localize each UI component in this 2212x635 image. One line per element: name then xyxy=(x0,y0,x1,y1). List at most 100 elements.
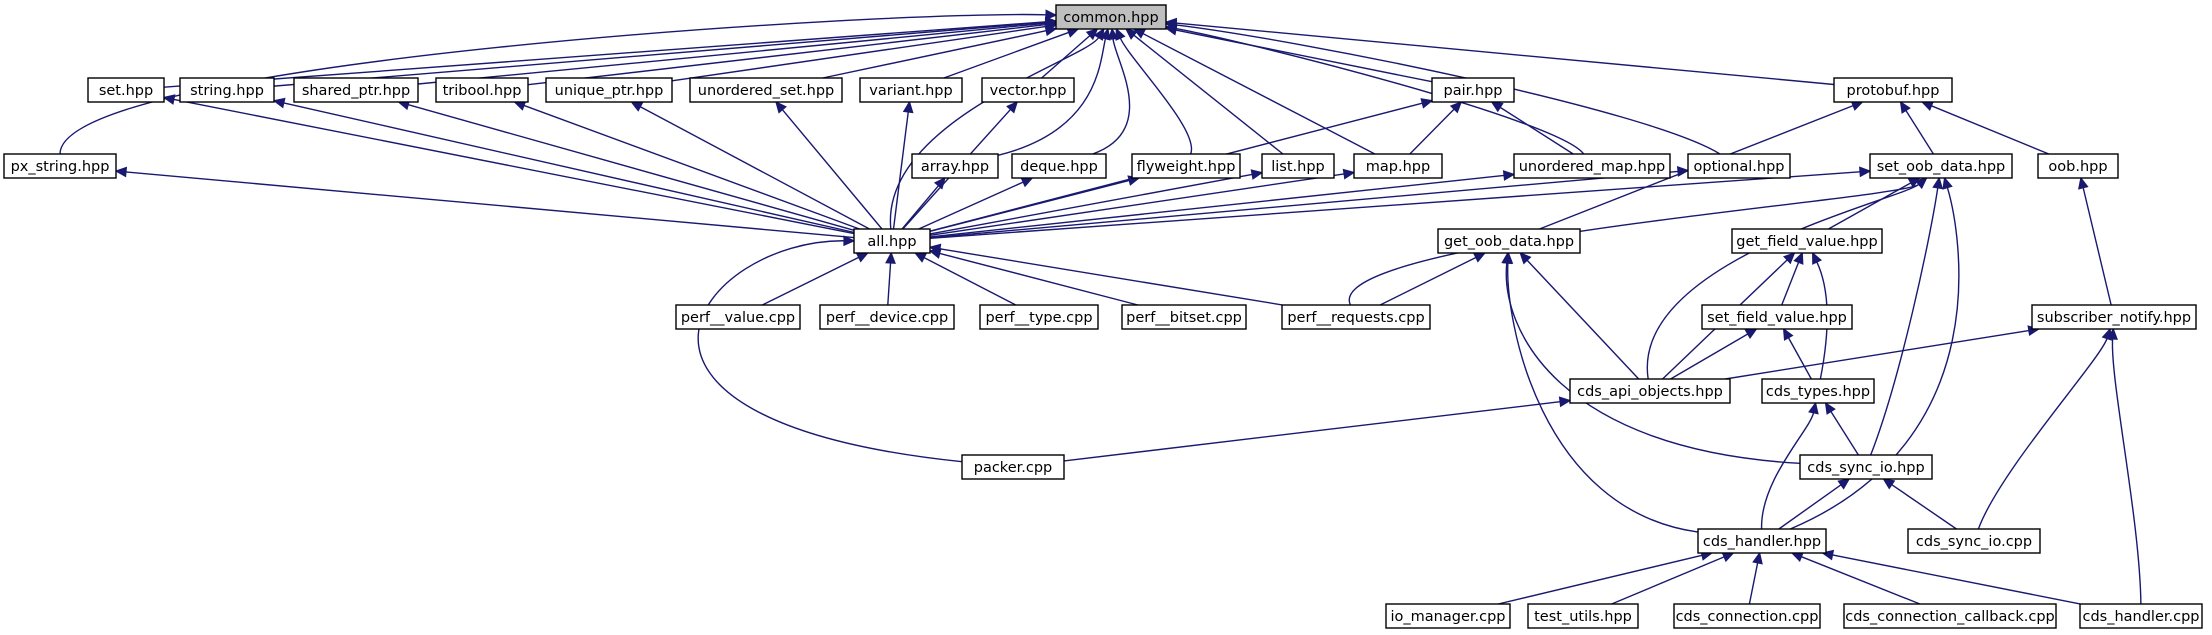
edge-all-to-tribool xyxy=(513,100,860,230)
edge-all-to-list xyxy=(929,169,1264,235)
node-packer[interactable]: packer.cpp xyxy=(961,454,1065,480)
node-deque[interactable]: deque.hpp xyxy=(1011,153,1107,179)
edge-deque-to-common xyxy=(1092,27,1131,155)
edge-line xyxy=(1891,484,1957,530)
node-cds-types[interactable]: cds_types.hpp xyxy=(1761,378,1875,404)
edge-line xyxy=(929,173,1253,235)
node-unordered-map[interactable]: unordered_map.hpp xyxy=(1513,153,1671,179)
arrowhead xyxy=(1744,328,1758,340)
node-label: cds_connection.cpp xyxy=(1676,609,1819,625)
node-common[interactable]: common.hpp xyxy=(1055,4,1167,30)
node-variant[interactable]: variant.hpp xyxy=(859,77,963,103)
edge-px_string-to-common xyxy=(59,9,1058,155)
edge-line xyxy=(527,23,1047,86)
edge-line xyxy=(1409,108,1455,155)
edge-all-to-unordered_set xyxy=(775,100,883,230)
node-cds-handler-hpp[interactable]: cds_handler.hpp xyxy=(1697,528,1827,554)
node-tribool[interactable]: tribool.hpp xyxy=(435,77,529,103)
node-set[interactable]: set.hpp xyxy=(87,77,165,103)
node-all[interactable]: all.hpp xyxy=(853,228,931,254)
node-list[interactable]: list.hpp xyxy=(1261,153,1335,179)
node-vector[interactable]: vector.hpp xyxy=(981,77,1075,103)
edge-line xyxy=(1041,35,1091,79)
edge-line xyxy=(918,181,1024,230)
edge-line xyxy=(939,252,1139,306)
node-label: pair.hpp xyxy=(1444,83,1503,99)
node-perf-device[interactable]: perf__device.cpp xyxy=(819,304,955,330)
edge-line xyxy=(1670,333,1749,380)
node-get-field-value[interactable]: get_field_value.hpp xyxy=(1731,228,1883,254)
node-cds-connection[interactable]: cds_connection.cpp xyxy=(1673,603,1821,629)
node-label: get_oob_data.hpp xyxy=(1444,234,1574,250)
node-perf-bitset[interactable]: perf__bitset.cpp xyxy=(1121,304,1247,330)
node-box xyxy=(689,77,843,103)
node-cds-connection-callback[interactable]: cds_connection_callback.cpp xyxy=(1843,603,2057,629)
node-subscriber-notify[interactable]: subscriber_notify.hpp xyxy=(2031,304,2197,330)
arrowhead xyxy=(1782,327,1794,341)
node-label: set_oob_data.hpp xyxy=(1877,159,2005,175)
node-protobuf[interactable]: protobuf.hpp xyxy=(1833,77,1953,103)
edge-oob-to-protobuf xyxy=(1920,101,2050,155)
node-perf-requests[interactable]: perf__requests.cpp xyxy=(1281,304,1431,330)
node-label: cds_handler.hpp xyxy=(1703,534,1821,550)
node-box xyxy=(1701,304,1853,330)
node-unordered-set[interactable]: unordered_set.hpp xyxy=(689,77,843,103)
edge-cds_connection-to-cds_handler_hpp xyxy=(1748,551,1763,605)
edge-line xyxy=(1870,187,1939,456)
node-box xyxy=(1437,228,1581,254)
node-flyweight[interactable]: flyweight.hpp xyxy=(1131,153,1241,179)
edge-cds_sync_io_hpp-to-set_oob_data xyxy=(1870,176,1944,456)
node-get-oob-data[interactable]: get_oob_data.hpp xyxy=(1437,228,1581,254)
edge-line xyxy=(1748,562,1759,605)
node-optional[interactable]: optional.hpp xyxy=(1687,153,1791,179)
edge-line xyxy=(822,30,1047,79)
node-unique-ptr[interactable]: unique_ptr.hpp xyxy=(545,77,673,103)
node-pair[interactable]: pair.hpp xyxy=(1431,77,1515,103)
node-cds-handler-cpp[interactable]: cds_handler.cpp xyxy=(2079,603,2203,629)
node-cds-sync-io-hpp[interactable]: cds_sync_io.hpp xyxy=(1799,454,1933,480)
node-box xyxy=(435,77,529,103)
arrowhead xyxy=(1164,17,1178,29)
arrowhead xyxy=(630,101,644,112)
node-test-utils[interactable]: test_utils.hpp xyxy=(1527,603,1639,629)
edge-line xyxy=(1498,554,1703,605)
node-set-oob-data[interactable]: set_oob_data.hpp xyxy=(1869,153,2013,179)
edge-protobuf-to-common xyxy=(1164,17,1835,86)
edge-line xyxy=(2082,187,2112,306)
node-perf-type[interactable]: perf__type.cpp xyxy=(979,304,1099,330)
node-array[interactable]: array.hpp xyxy=(911,153,999,179)
node-string[interactable]: string.hpp xyxy=(179,77,275,103)
node-box xyxy=(293,77,419,103)
edge-cds_handler_cpp-to-subscriber_notify xyxy=(2107,327,2142,605)
node-shared-ptr[interactable]: shared_ptr.hpp xyxy=(293,77,419,103)
node-set-field-value[interactable]: set_field_value.hpp xyxy=(1701,304,1853,330)
node-box xyxy=(1697,528,1827,554)
node-label: unordered_set.hpp xyxy=(698,83,834,99)
node-box xyxy=(87,77,165,103)
node-label: string.hpp xyxy=(190,83,264,99)
edge-line xyxy=(1828,182,1912,230)
node-box xyxy=(1131,153,1241,179)
edge-all-to-array xyxy=(901,176,946,230)
edge-line xyxy=(2111,338,2142,605)
arrowhead xyxy=(1882,478,1896,490)
node-cds-api-objects[interactable]: cds_api_objects.hpp xyxy=(1569,378,1731,404)
node-px-string[interactable]: px_string.hpp xyxy=(3,153,117,179)
arrowhead xyxy=(913,252,928,263)
node-label: shared_ptr.hpp xyxy=(302,83,410,99)
node-map[interactable]: map.hpp xyxy=(1353,153,1443,179)
node-label: unordered_map.hpp xyxy=(1519,159,1666,175)
node-box xyxy=(819,304,955,330)
node-perf-value[interactable]: perf__value.cpp xyxy=(675,304,801,330)
node-oob[interactable]: oob.hpp xyxy=(2037,153,2119,179)
edge-perf_device-to-all xyxy=(885,251,896,306)
node-label: cds_api_objects.hpp xyxy=(1577,384,1723,400)
arrowhead xyxy=(1502,251,1514,264)
node-box xyxy=(1843,603,2057,629)
edge-all-to-map xyxy=(929,168,1356,237)
node-io-manager[interactable]: io_manager.cpp xyxy=(1385,603,1511,629)
edge-list-to-common xyxy=(1124,28,1284,155)
node-cds-sync-io-cpp[interactable]: cds_sync_io.cpp xyxy=(1907,528,2041,554)
arrowhead xyxy=(1449,100,1463,114)
